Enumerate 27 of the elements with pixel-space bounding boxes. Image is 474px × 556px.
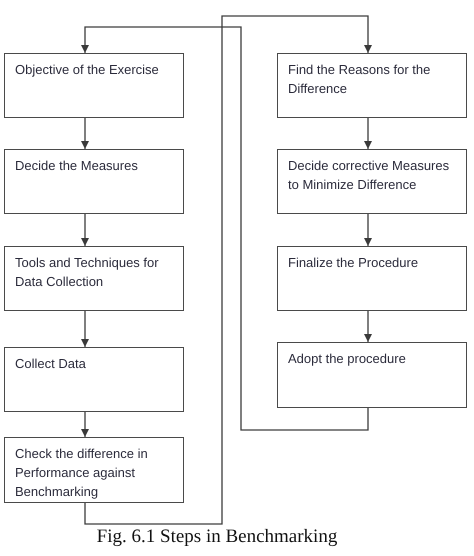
arrow [81, 118, 89, 149]
step-label: Find the Reasons for the Difference [287, 61, 432, 98]
arrow [81, 412, 89, 437]
process-box [4, 437, 184, 503]
step-label: Objective of the Exercise [14, 61, 160, 79]
arrow [364, 214, 372, 246]
process-box [277, 149, 467, 214]
figure-caption: Fig. 6.1 Steps in Benchmarking [96, 526, 338, 548]
step-label: Decide corrective Measures to Minimize Difference [287, 157, 450, 194]
process-box [4, 347, 184, 412]
arrow [81, 26, 369, 431]
process-box [4, 53, 184, 118]
step-label: Adopt the procedure [287, 350, 407, 368]
arrow [364, 118, 372, 149]
step-label: Finalize the Procedure [287, 254, 420, 272]
step-label: Tools and Techniques for Data Collection [14, 254, 160, 291]
process-box [4, 246, 184, 311]
process-box [277, 53, 467, 118]
step-label: Check the difference in Performance against Benchmarking [14, 445, 149, 501]
step-label: Collect Data [14, 355, 87, 373]
arrow [364, 311, 372, 342]
process-box [4, 149, 184, 214]
arrow [81, 311, 89, 347]
arrow [81, 214, 89, 246]
process-box [277, 342, 467, 408]
process-box [277, 246, 467, 311]
step-label: Decide the Measures [14, 157, 139, 175]
